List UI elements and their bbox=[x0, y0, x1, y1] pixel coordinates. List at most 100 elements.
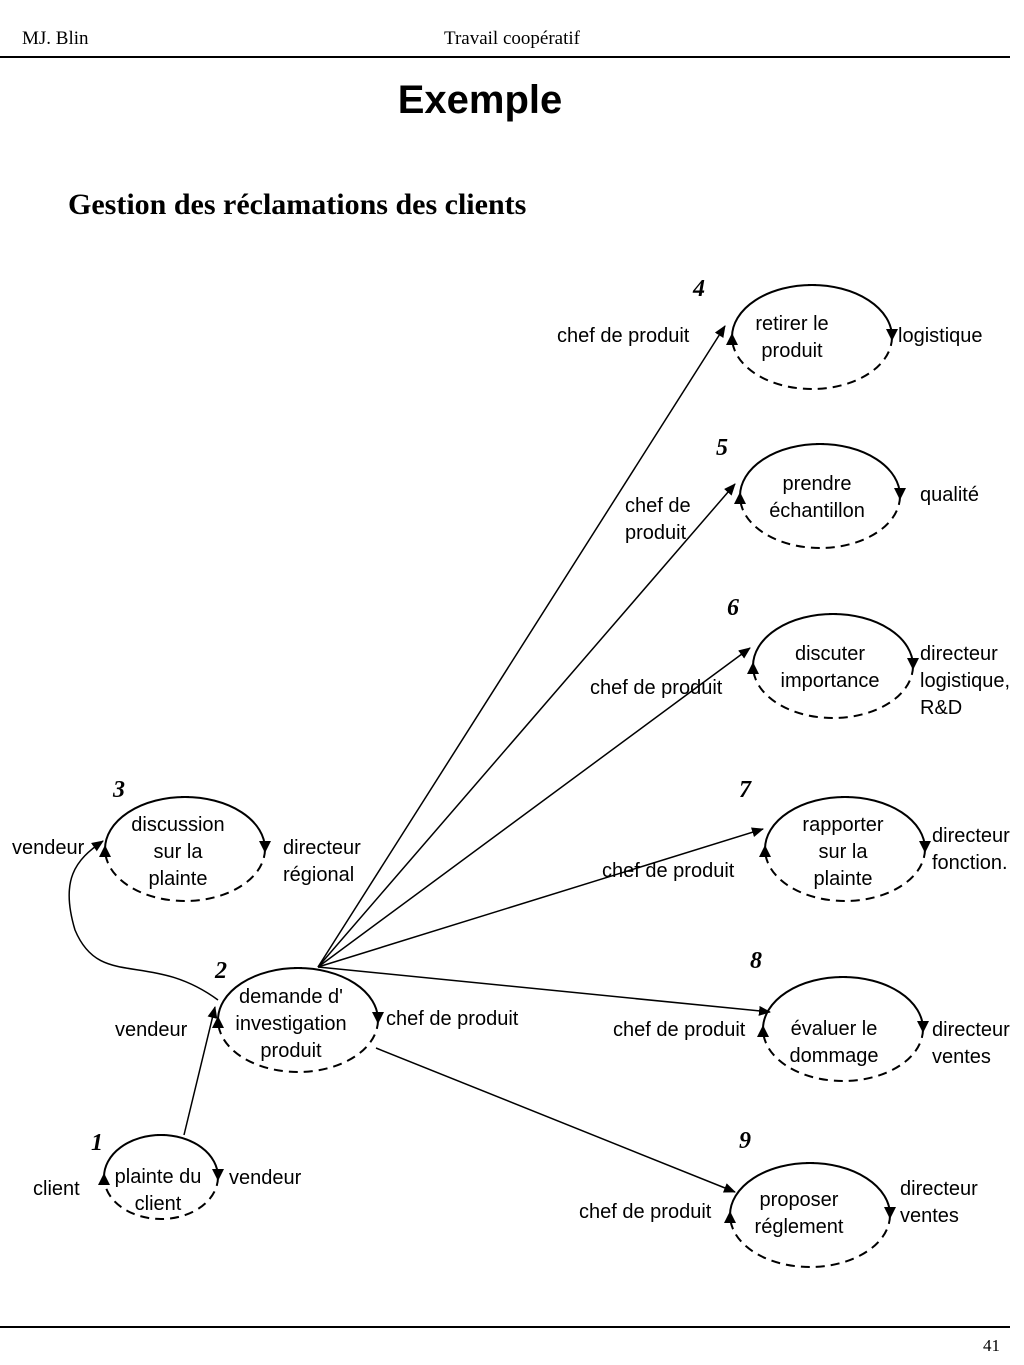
role-left-line: chef de bbox=[625, 495, 691, 517]
role-right-line: directeur bbox=[932, 825, 1010, 847]
role-right: vendeur bbox=[229, 1167, 302, 1189]
cycle-arrowhead-left bbox=[757, 1025, 769, 1037]
role-left-line: chef de produit bbox=[557, 325, 690, 347]
cycle-dashed-arc bbox=[729, 1214, 891, 1268]
role-right: qualité bbox=[920, 484, 979, 506]
activity-label-line: demande d' bbox=[239, 986, 343, 1008]
role-right-line: fonction. bbox=[932, 852, 1008, 874]
role-right-line: ventes bbox=[932, 1046, 991, 1068]
role-left: chef de produit bbox=[613, 1019, 746, 1041]
role-right-line: vendeur bbox=[229, 1167, 302, 1189]
activity-label-line: réglement bbox=[755, 1216, 844, 1238]
link-arrow-2-7 bbox=[317, 827, 764, 968]
cycle-arrowhead-left bbox=[747, 662, 759, 674]
cycle-dashed-arc bbox=[762, 1028, 924, 1082]
activity-label: plainte du client bbox=[115, 1166, 202, 1215]
role-left: vendeur bbox=[12, 837, 85, 859]
cycle-dashed-arc bbox=[731, 336, 893, 390]
step-number: 3 bbox=[112, 777, 125, 803]
activity-label: évaluer le dommage bbox=[790, 1018, 879, 1067]
role-right-line: R&D bbox=[920, 697, 962, 719]
page-title: Exemple bbox=[397, 78, 563, 122]
activity-label-line: plainte du bbox=[115, 1166, 202, 1188]
cycle-arrowhead-left bbox=[724, 1211, 736, 1223]
activity-label-line: évaluer le bbox=[791, 1018, 878, 1040]
link-arrow-2-4 bbox=[317, 325, 726, 968]
link-arrow-2-3 bbox=[68, 840, 219, 1001]
role-left: chef de produit bbox=[557, 325, 690, 347]
link-arrow-2-6 bbox=[317, 647, 751, 968]
step-number: 4 bbox=[692, 276, 705, 302]
header-author: MJ. Blin bbox=[22, 28, 89, 49]
page-subtitle: Gestion des réclamations des clients bbox=[68, 188, 527, 221]
role-right: directeur ventes bbox=[900, 1178, 978, 1227]
cycle-dashed-arc bbox=[764, 848, 926, 902]
role-left: vendeur bbox=[115, 1019, 188, 1041]
step-number: 6 bbox=[727, 595, 739, 621]
cycle-dashed-arc bbox=[739, 495, 901, 549]
page-number: 41 bbox=[983, 1336, 1000, 1355]
cycle-dashed-arc bbox=[103, 1176, 219, 1220]
cycle-arrowhead-left bbox=[734, 492, 746, 504]
cycle-arrowhead-left bbox=[726, 333, 738, 345]
activity-label-line: sur la bbox=[154, 841, 204, 863]
role-right-line: logistique bbox=[898, 325, 983, 347]
role-left-line: chef de produit bbox=[590, 677, 723, 699]
step-number: 5 bbox=[716, 435, 728, 461]
role-left-line: produit bbox=[625, 522, 687, 544]
header-rule bbox=[0, 56, 1010, 58]
activity-label-line: proposer bbox=[760, 1189, 839, 1211]
activity-label-line: discuter bbox=[795, 643, 865, 665]
activity-label: proposer réglement bbox=[755, 1189, 844, 1238]
cycle-arrowhead-right bbox=[259, 841, 271, 853]
activity-label-line: client bbox=[135, 1193, 182, 1215]
role-right-line: qualité bbox=[920, 484, 979, 506]
activity-label-line: produit bbox=[761, 340, 823, 362]
activity-node-5: 5 prendre échantillon chef de produit qualité bbox=[625, 435, 979, 549]
cycle-arrowhead-left bbox=[212, 1016, 224, 1028]
activity-label-line: importance bbox=[781, 670, 880, 692]
activity-node-8: 8 évaluer le dommage chef de produit directe… bbox=[613, 948, 1010, 1082]
cycle-arrowhead-right bbox=[894, 488, 906, 500]
cycle-arrowhead-right bbox=[372, 1012, 384, 1024]
activity-label-line: dommage bbox=[790, 1045, 879, 1067]
cycle-arrowhead-right bbox=[212, 1169, 224, 1181]
role-right: logistique bbox=[898, 325, 983, 347]
activity-label-line: échantillon bbox=[769, 500, 865, 522]
footer-rule bbox=[0, 1326, 1010, 1328]
cycle-arrowhead-left bbox=[98, 1173, 110, 1185]
activity-label-line: discussion bbox=[131, 814, 224, 836]
cycle-arrowhead-right bbox=[884, 1207, 896, 1219]
role-right-line: directeur bbox=[900, 1178, 978, 1200]
cycle-arrowhead-left bbox=[99, 845, 111, 857]
link-arrow-1-2 bbox=[183, 1006, 218, 1136]
role-left: chef de produit bbox=[602, 860, 735, 882]
role-left: chef de produit bbox=[590, 677, 723, 699]
link-arrow-2-9 bbox=[375, 1047, 736, 1193]
cycle-arrowhead-right bbox=[919, 841, 931, 853]
role-right-line: ventes bbox=[900, 1205, 959, 1227]
activity-label-line: prendre bbox=[783, 473, 852, 495]
cycle-arrowhead-left bbox=[759, 845, 771, 857]
header-course: Travail coopératif bbox=[444, 28, 580, 49]
role-left-line: chef de produit bbox=[579, 1201, 712, 1223]
activity-label-line: plainte bbox=[814, 868, 873, 890]
role-left-line: chef de produit bbox=[613, 1019, 746, 1041]
link-arrow-2-8 bbox=[317, 966, 771, 1016]
role-right-line: chef de produit bbox=[386, 1008, 519, 1030]
role-left: chef de produit bbox=[625, 495, 691, 544]
step-number: 8 bbox=[750, 948, 762, 974]
role-right: chef de produit bbox=[386, 1008, 519, 1030]
